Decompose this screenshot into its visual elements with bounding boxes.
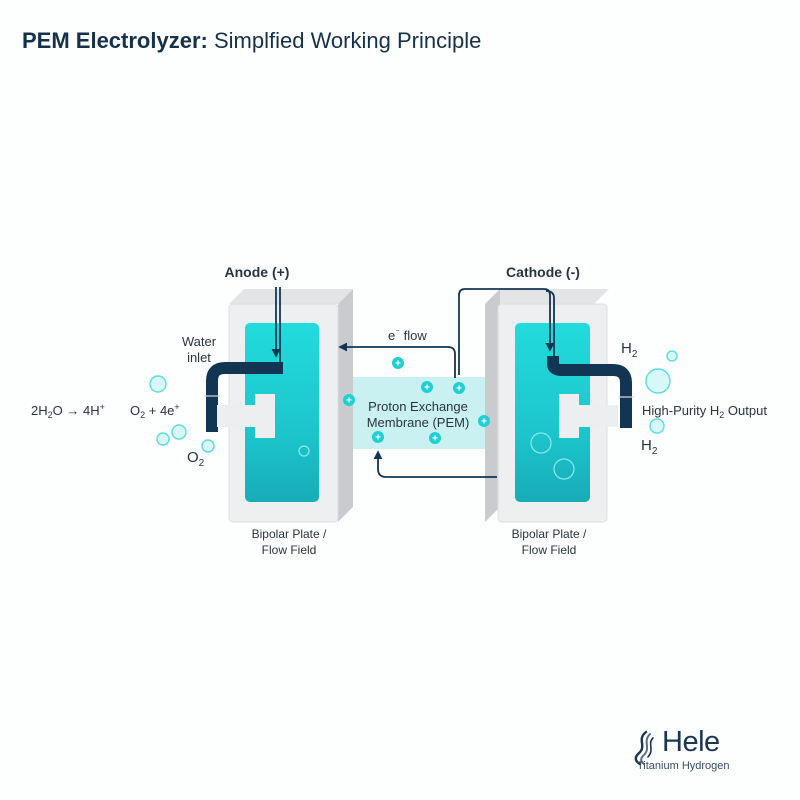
reaction-equation-right: O2 + 4e+ bbox=[130, 402, 180, 420]
proton-marker: + bbox=[421, 381, 433, 394]
proton-icon bbox=[372, 431, 384, 443]
proton-marker: + bbox=[429, 432, 441, 445]
h2-bubbles bbox=[645, 350, 678, 434]
title-regular: Simplfied Working Principle bbox=[213, 28, 482, 53]
proton-marker: + bbox=[478, 415, 490, 428]
proton-symbol: + bbox=[375, 433, 381, 444]
o2-bubble bbox=[201, 439, 215, 453]
pem-label-line1: Proton Exchange bbox=[368, 399, 468, 414]
o2-bubble bbox=[156, 432, 170, 446]
anode-connector-stub bbox=[255, 394, 275, 438]
electron-flow-wire bbox=[338, 342, 456, 378]
water-inlet-label-line2: inlet bbox=[187, 350, 211, 365]
proton-marker: + bbox=[343, 394, 355, 407]
protons: + + + + + + + bbox=[343, 357, 490, 445]
cathode-label: Cathode (-) bbox=[506, 264, 580, 280]
cathode-bubble bbox=[530, 432, 552, 454]
proton-symbol: + bbox=[424, 383, 430, 394]
proton-symbol: + bbox=[395, 359, 401, 370]
reaction-equation-left: 2H2O → 4H+ bbox=[31, 402, 105, 420]
cathode-loop-wire bbox=[458, 288, 555, 375]
page-title: PEM Electrolyzer: Simplfied Working Prin… bbox=[22, 28, 481, 54]
anode-label: Anode (+) bbox=[225, 264, 290, 280]
circuit-wires bbox=[271, 287, 555, 478]
right-plate-label-line2: Flow Field bbox=[522, 543, 577, 557]
cathode-bubble bbox=[553, 458, 575, 480]
pem-membrane bbox=[338, 377, 498, 449]
proton-symbol: + bbox=[346, 396, 352, 407]
anode-plate-top-face bbox=[229, 289, 353, 304]
cathode-plate-top-face bbox=[485, 289, 609, 304]
cathode-connector-stub bbox=[559, 394, 579, 438]
title-bold: PEM Electrolyzer: bbox=[22, 28, 208, 53]
anode-bubble bbox=[298, 445, 310, 457]
cathode-plate-side-face bbox=[485, 289, 500, 522]
proton-marker: + bbox=[453, 382, 465, 395]
h2-top-label: H2 bbox=[621, 340, 638, 360]
left-plate-label-line2: Flow Field bbox=[262, 543, 317, 557]
logo-flame-icon bbox=[634, 730, 654, 766]
h2-bubble bbox=[649, 418, 665, 434]
proton-symbol: + bbox=[432, 434, 438, 445]
logo-tagline: Titanium Hydrogen bbox=[637, 760, 730, 772]
proton-return-wire bbox=[373, 450, 497, 478]
anode-connector bbox=[217, 405, 262, 427]
proton-icon bbox=[478, 415, 490, 427]
proton-symbol: + bbox=[481, 417, 487, 428]
proton-icon bbox=[453, 382, 465, 394]
proton-marker: + bbox=[392, 357, 404, 370]
anode-pipe bbox=[206, 362, 283, 432]
cathode-pipe bbox=[547, 356, 632, 428]
h2-bubble bbox=[666, 350, 678, 362]
cathode-loop-wire-inner bbox=[545, 290, 555, 358]
anode-water-pipe bbox=[204, 362, 283, 438]
o2-bubble bbox=[149, 375, 167, 393]
logo-name: Hele bbox=[662, 726, 720, 758]
left-plate-label-line1: Bipolar Plate / bbox=[252, 527, 327, 541]
o2-label: O2 bbox=[187, 449, 205, 469]
brand-logo: Hele Titanium Hydrogen bbox=[630, 726, 790, 772]
h2-bubble bbox=[645, 368, 671, 394]
h2-output-label: High-Purity H2 Output bbox=[642, 403, 767, 420]
o2-bubbles bbox=[149, 375, 215, 453]
proton-symbol: + bbox=[456, 384, 462, 395]
h2-bottom-label: H2 bbox=[641, 437, 658, 457]
proton-icon bbox=[421, 381, 433, 393]
proton-icon bbox=[343, 394, 355, 406]
cathode-h2-pipe bbox=[547, 356, 634, 438]
proton-icon bbox=[429, 432, 441, 444]
pem-label-line2: Membrane (PEM) bbox=[367, 415, 470, 430]
o2-bubble bbox=[171, 424, 187, 440]
proton-marker: + bbox=[372, 431, 384, 444]
water-inlet-label-line1: Water bbox=[182, 334, 217, 349]
right-plate-label-line1: Bipolar Plate / bbox=[512, 527, 587, 541]
proton-icon bbox=[392, 357, 404, 369]
electron-flow-label: e⁻ flow bbox=[388, 327, 427, 343]
cathode-connector bbox=[575, 405, 618, 427]
